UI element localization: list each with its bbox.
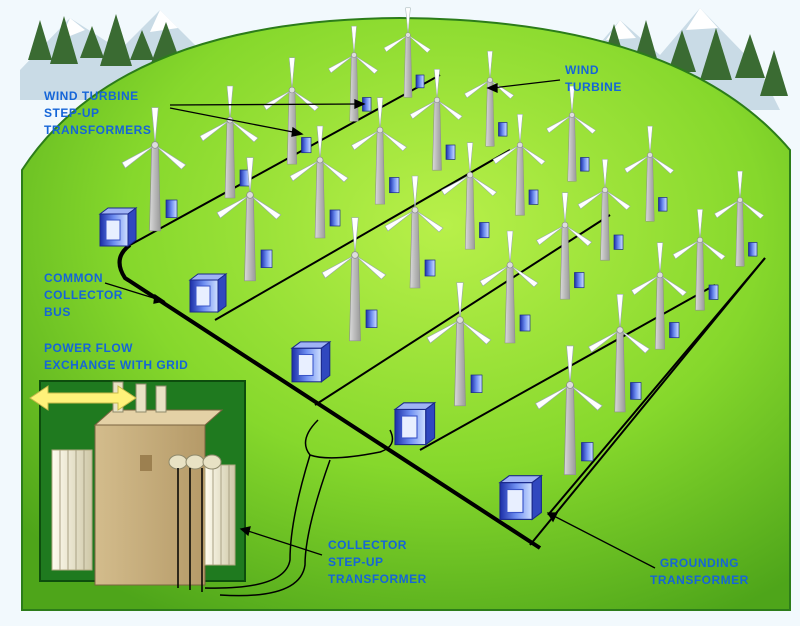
wind-turbine xyxy=(479,230,539,344)
left-pine-trees xyxy=(28,14,182,66)
step-up-transformer xyxy=(658,197,668,212)
label-grounding-transformer: GROUNDING TRANSFORMER xyxy=(650,555,749,589)
wind-turbine xyxy=(624,125,675,222)
lv-leads xyxy=(177,468,203,592)
feeder-transformer xyxy=(498,474,544,521)
step-up-transformer xyxy=(424,259,436,277)
label-line: WIND xyxy=(565,63,599,77)
label-line: TRANSFORMER xyxy=(328,572,427,586)
wind-turbine xyxy=(216,157,282,282)
feeder-transformer xyxy=(188,273,228,313)
step-up-transformer xyxy=(669,322,680,339)
substation-feeder-2 xyxy=(219,459,331,597)
step-up-transformer xyxy=(260,249,273,268)
label-wind-turbine-step-up-transformers: WIND TURBINE STEP-UP TRANSFORMERS xyxy=(44,88,151,139)
step-up-transformer xyxy=(528,189,539,205)
step-up-transformer xyxy=(581,442,594,462)
label-common-collector-bus: COMMON COLLECTOR BUS xyxy=(44,270,123,321)
wind-turbine xyxy=(492,114,546,216)
radiator-fins-right xyxy=(204,464,236,566)
label-line: STEP-UP xyxy=(328,555,384,569)
label-line: STEP-UP xyxy=(44,106,100,120)
step-up-transformer xyxy=(415,74,425,89)
wind-turbine xyxy=(383,7,431,98)
step-up-transformer xyxy=(389,177,400,194)
wind-turbine xyxy=(714,170,765,267)
substation-panel xyxy=(29,380,246,592)
step-up-transformer xyxy=(630,382,642,400)
step-up-transformer xyxy=(748,242,758,257)
step-up-transformer xyxy=(445,144,456,160)
label-line: TRANSFORMERS xyxy=(44,123,152,137)
step-up-transformer xyxy=(165,199,178,218)
label-line: GROUNDING xyxy=(659,556,739,570)
label-line: WIND TURBINE xyxy=(44,89,139,103)
radiator-fins-left xyxy=(51,449,93,571)
wind-turbine xyxy=(588,293,650,413)
step-up-transformer xyxy=(708,284,719,300)
step-up-transformer xyxy=(470,374,483,393)
wind-turbine xyxy=(546,85,597,182)
step-up-transformer xyxy=(580,157,590,172)
lv-bushings xyxy=(168,454,222,470)
step-up-transformer xyxy=(329,209,341,227)
feeder-cables xyxy=(129,74,766,546)
wind-turbine xyxy=(631,242,688,350)
step-up-transformer xyxy=(519,314,531,332)
wind-turbine xyxy=(426,282,492,407)
bus-tap-loop xyxy=(304,419,394,459)
label-line: BUS xyxy=(44,305,71,319)
label-line: TRANSFORMER xyxy=(650,573,749,587)
power-flow-arrow xyxy=(29,385,137,411)
label-line: COLLECTOR xyxy=(328,538,407,552)
collector-transformer-tank xyxy=(94,424,206,586)
annotation-arrows xyxy=(104,79,656,569)
wind-turbine xyxy=(577,159,631,261)
feeder-transformer xyxy=(98,207,138,247)
wind-turbine xyxy=(199,85,259,199)
wind-turbine xyxy=(351,97,408,205)
step-up-transformer xyxy=(613,234,624,250)
wind-turbine xyxy=(672,209,726,311)
wind-turbine xyxy=(321,217,387,342)
step-up-transformer xyxy=(479,222,490,239)
label-line: COMMON xyxy=(44,271,103,285)
wind-turbines xyxy=(121,7,765,476)
wind-turbine xyxy=(536,192,593,300)
label-line: EXCHANGE WITH GRID xyxy=(44,358,189,372)
label-wind-turbine: WIND TURBINE xyxy=(565,62,622,96)
label-power-flow-exchange: POWER FLOW EXCHANGE WITH GRID xyxy=(44,340,188,374)
wind-turbine xyxy=(121,107,187,232)
step-up-transformer xyxy=(365,309,378,328)
feeder-transformer xyxy=(290,340,332,383)
wind-turbine xyxy=(409,69,463,171)
label-line: TURBINE xyxy=(565,80,622,94)
feeder-transformer xyxy=(393,401,437,446)
label-collector-step-up-transformer: COLLECTOR STEP-UP TRANSFORMER xyxy=(328,537,427,588)
common-collector-bus xyxy=(117,243,542,550)
wind-turbine xyxy=(384,175,444,289)
step-up-transformer xyxy=(574,272,585,289)
label-line: POWER FLOW xyxy=(44,341,133,355)
wind-turbine xyxy=(289,125,349,239)
substation-feeder-1 xyxy=(204,454,311,589)
label-line: COLLECTOR xyxy=(44,288,123,302)
step-up-transformer xyxy=(498,122,508,137)
collector-feeder-transformers xyxy=(98,207,544,521)
wind-turbine xyxy=(441,142,498,250)
wind-turbine xyxy=(535,345,603,476)
step-up-transformer xyxy=(301,137,312,154)
